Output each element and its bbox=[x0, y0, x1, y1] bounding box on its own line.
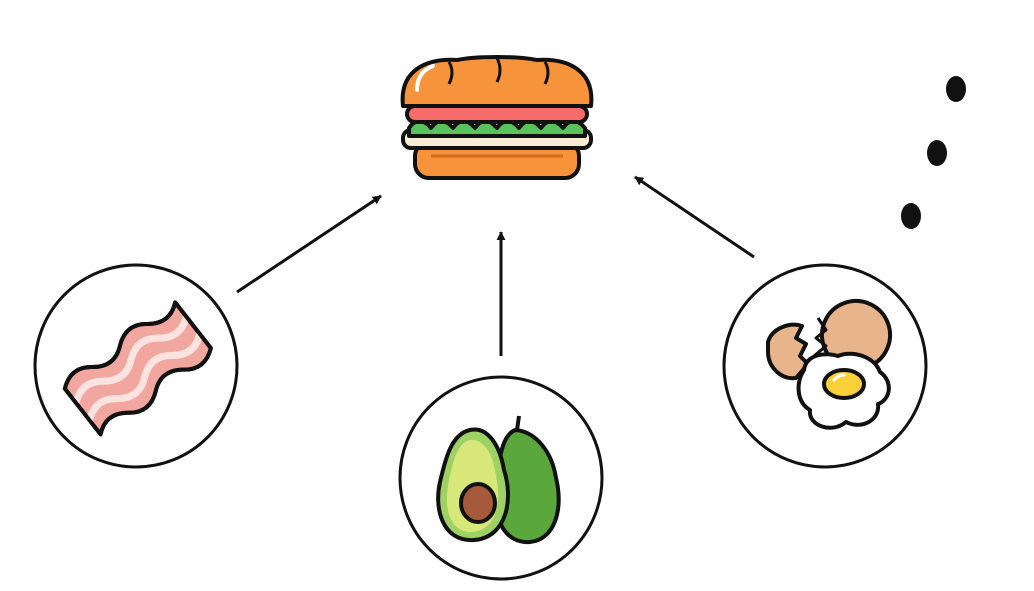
bacon-node bbox=[33, 263, 239, 469]
arrow-egg-to-sandwich bbox=[634, 175, 755, 259]
ellipsis-dot bbox=[927, 140, 947, 166]
avocado-icon bbox=[436, 415, 561, 545]
sandwich-icon bbox=[400, 55, 594, 180]
egg-icon bbox=[766, 299, 892, 430]
avocado-node bbox=[398, 375, 604, 581]
bacon-icon bbox=[62, 300, 213, 437]
arrow-bacon-to-sandwich bbox=[236, 194, 382, 294]
ellipsis-dot bbox=[901, 203, 921, 229]
ellipsis-dots bbox=[901, 76, 966, 229]
ellipsis-dot bbox=[946, 76, 966, 102]
egg-node bbox=[722, 263, 928, 469]
